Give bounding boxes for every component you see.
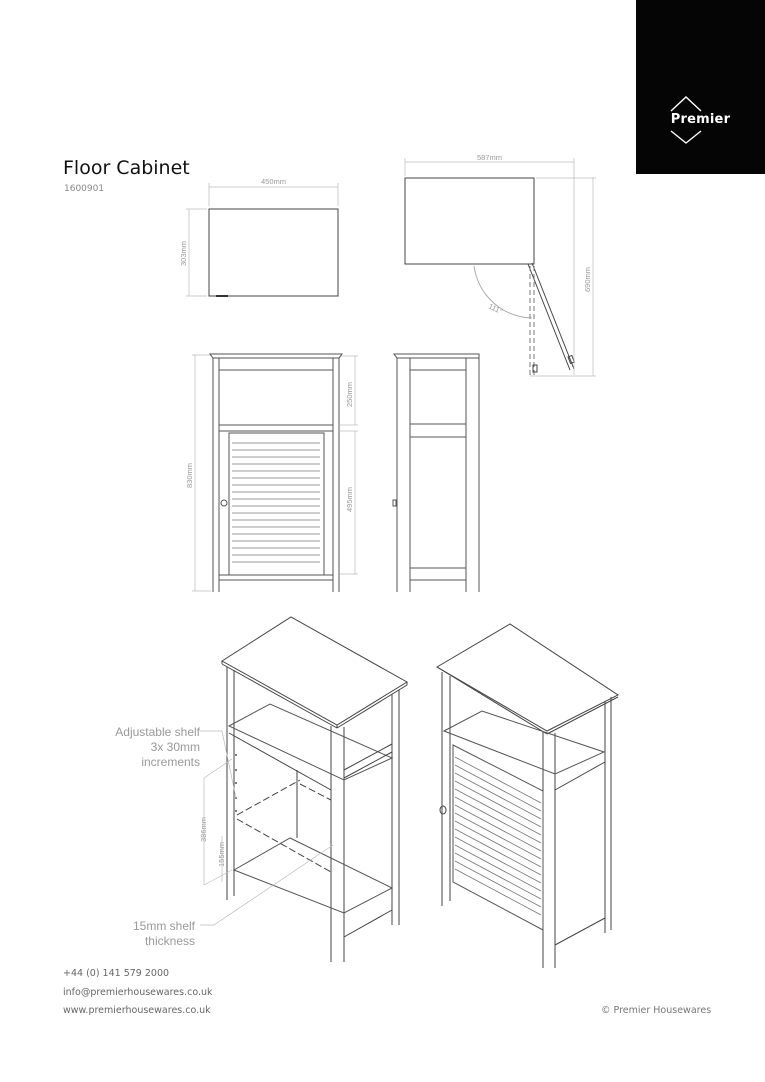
dim-690: 690mm <box>583 267 592 292</box>
top-view-door-open-drawing <box>404 177 575 378</box>
dim-830: 830mm <box>185 463 194 488</box>
top-view-drawing <box>208 208 339 297</box>
isometric-closed-cabinet-drawing <box>436 623 619 968</box>
product-code: 1600901 <box>64 184 105 194</box>
dim-495: 495mm <box>345 487 354 512</box>
note-line: increments <box>141 755 200 769</box>
dim-250: 250mm <box>345 382 354 407</box>
page-title: Floor Cabinet <box>63 157 190 179</box>
dim-587: 587mm <box>477 153 502 162</box>
front-elevation-drawing <box>209 353 343 592</box>
note-line: thickness <box>144 934 195 948</box>
dimension-labels: 450mm 303mm 587mm 690mm 111° 830mm 250mm… <box>179 153 592 867</box>
dim-386: 386mm <box>199 817 208 842</box>
shelf-thickness-note: 15mm shelf thickness <box>88 919 195 949</box>
isometric-open-cabinet-drawing <box>221 616 408 962</box>
footer-email[interactable]: info@premierhousewares.co.uk <box>63 987 213 998</box>
adjustable-shelf-note: Adjustable shelf 3x 30mm increments <box>88 725 200 770</box>
dim-450: 450mm <box>261 177 286 186</box>
dim-angle: 111° <box>487 302 504 316</box>
footer-phone: +44 (0) 141 579 2000 <box>63 968 170 979</box>
dim-303: 303mm <box>179 241 188 266</box>
brand-logo-tab: Premier <box>636 0 765 174</box>
note-line: 15mm shelf <box>132 919 195 933</box>
footer-website[interactable]: www.premierhousewares.co.uk <box>63 1005 211 1016</box>
diamond-logo-icon <box>670 96 702 144</box>
side-elevation-drawing <box>392 353 480 592</box>
footer-copyright: © Premier Housewares <box>601 1005 712 1016</box>
brand-name: Premier <box>670 112 731 127</box>
note-line: Adjustable shelf <box>115 725 200 739</box>
note-line: 3x 30mm <box>150 740 200 754</box>
dim-155: 155mm <box>217 842 226 867</box>
